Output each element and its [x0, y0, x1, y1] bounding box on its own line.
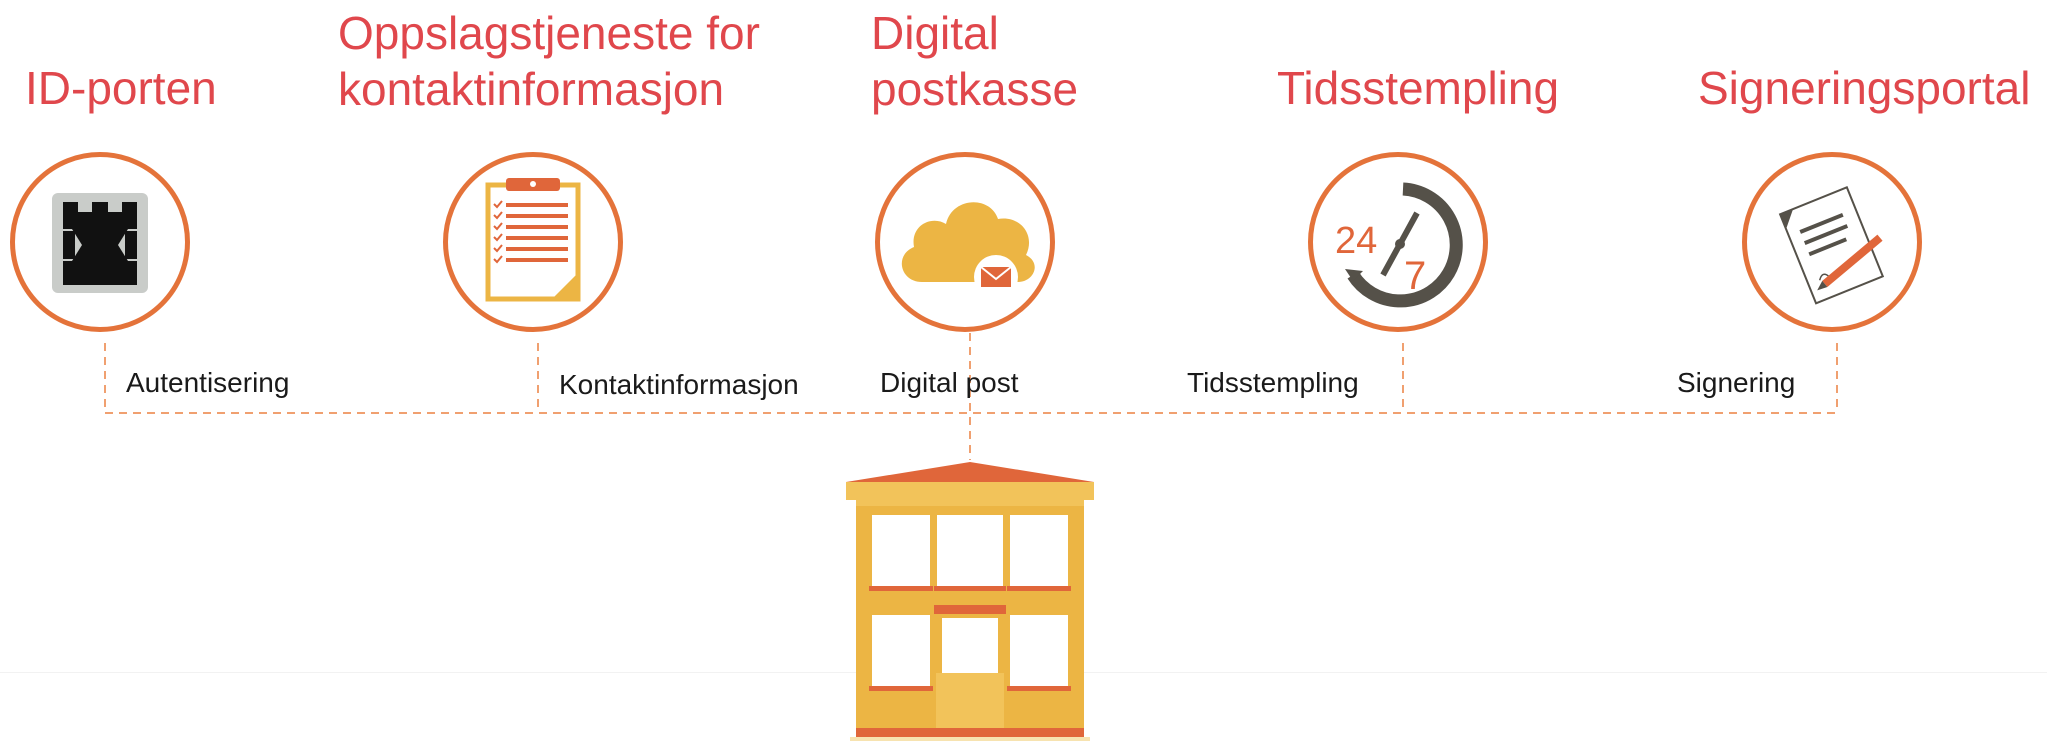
label-autentisering: Autentisering [126, 367, 290, 398]
kontakt-circle [443, 152, 623, 332]
idporten-circle [10, 152, 190, 332]
clock-24-text: 24 [1335, 220, 1377, 262]
label-signering: Signering [1677, 367, 1796, 398]
service-title-tidsstempling: Tidsstempling [1277, 62, 1560, 114]
signed-document-icon [1778, 186, 1885, 305]
clock-7-text: 7 [1404, 254, 1426, 298]
service-title-idporten: ID-porten [25, 62, 217, 114]
service-title-signeringsportal: Signeringsportal [1698, 62, 2031, 114]
service-title-postkasse: Digital postkasse [871, 7, 1079, 115]
clock-24-7-icon: 24 7 [1335, 182, 1463, 308]
label-kontaktinformasjon: Kontaktinformasjon [559, 369, 799, 400]
cloud-mail-icon [901, 202, 1035, 299]
postkasse-circle [875, 152, 1055, 332]
clipboard-checklist-icon [485, 178, 581, 302]
label-digital-post: Digital post [880, 367, 1019, 398]
label-tidsstempling: Tidsstempling [1187, 367, 1359, 398]
service-title-kontakt: Oppslagstjeneste for kontaktinformasjon [338, 7, 760, 115]
tidsstempling-circle: 24 7 [1308, 152, 1488, 332]
castle-icon [52, 193, 148, 293]
signering-circle [1742, 152, 1922, 332]
building-icon [846, 462, 1094, 741]
